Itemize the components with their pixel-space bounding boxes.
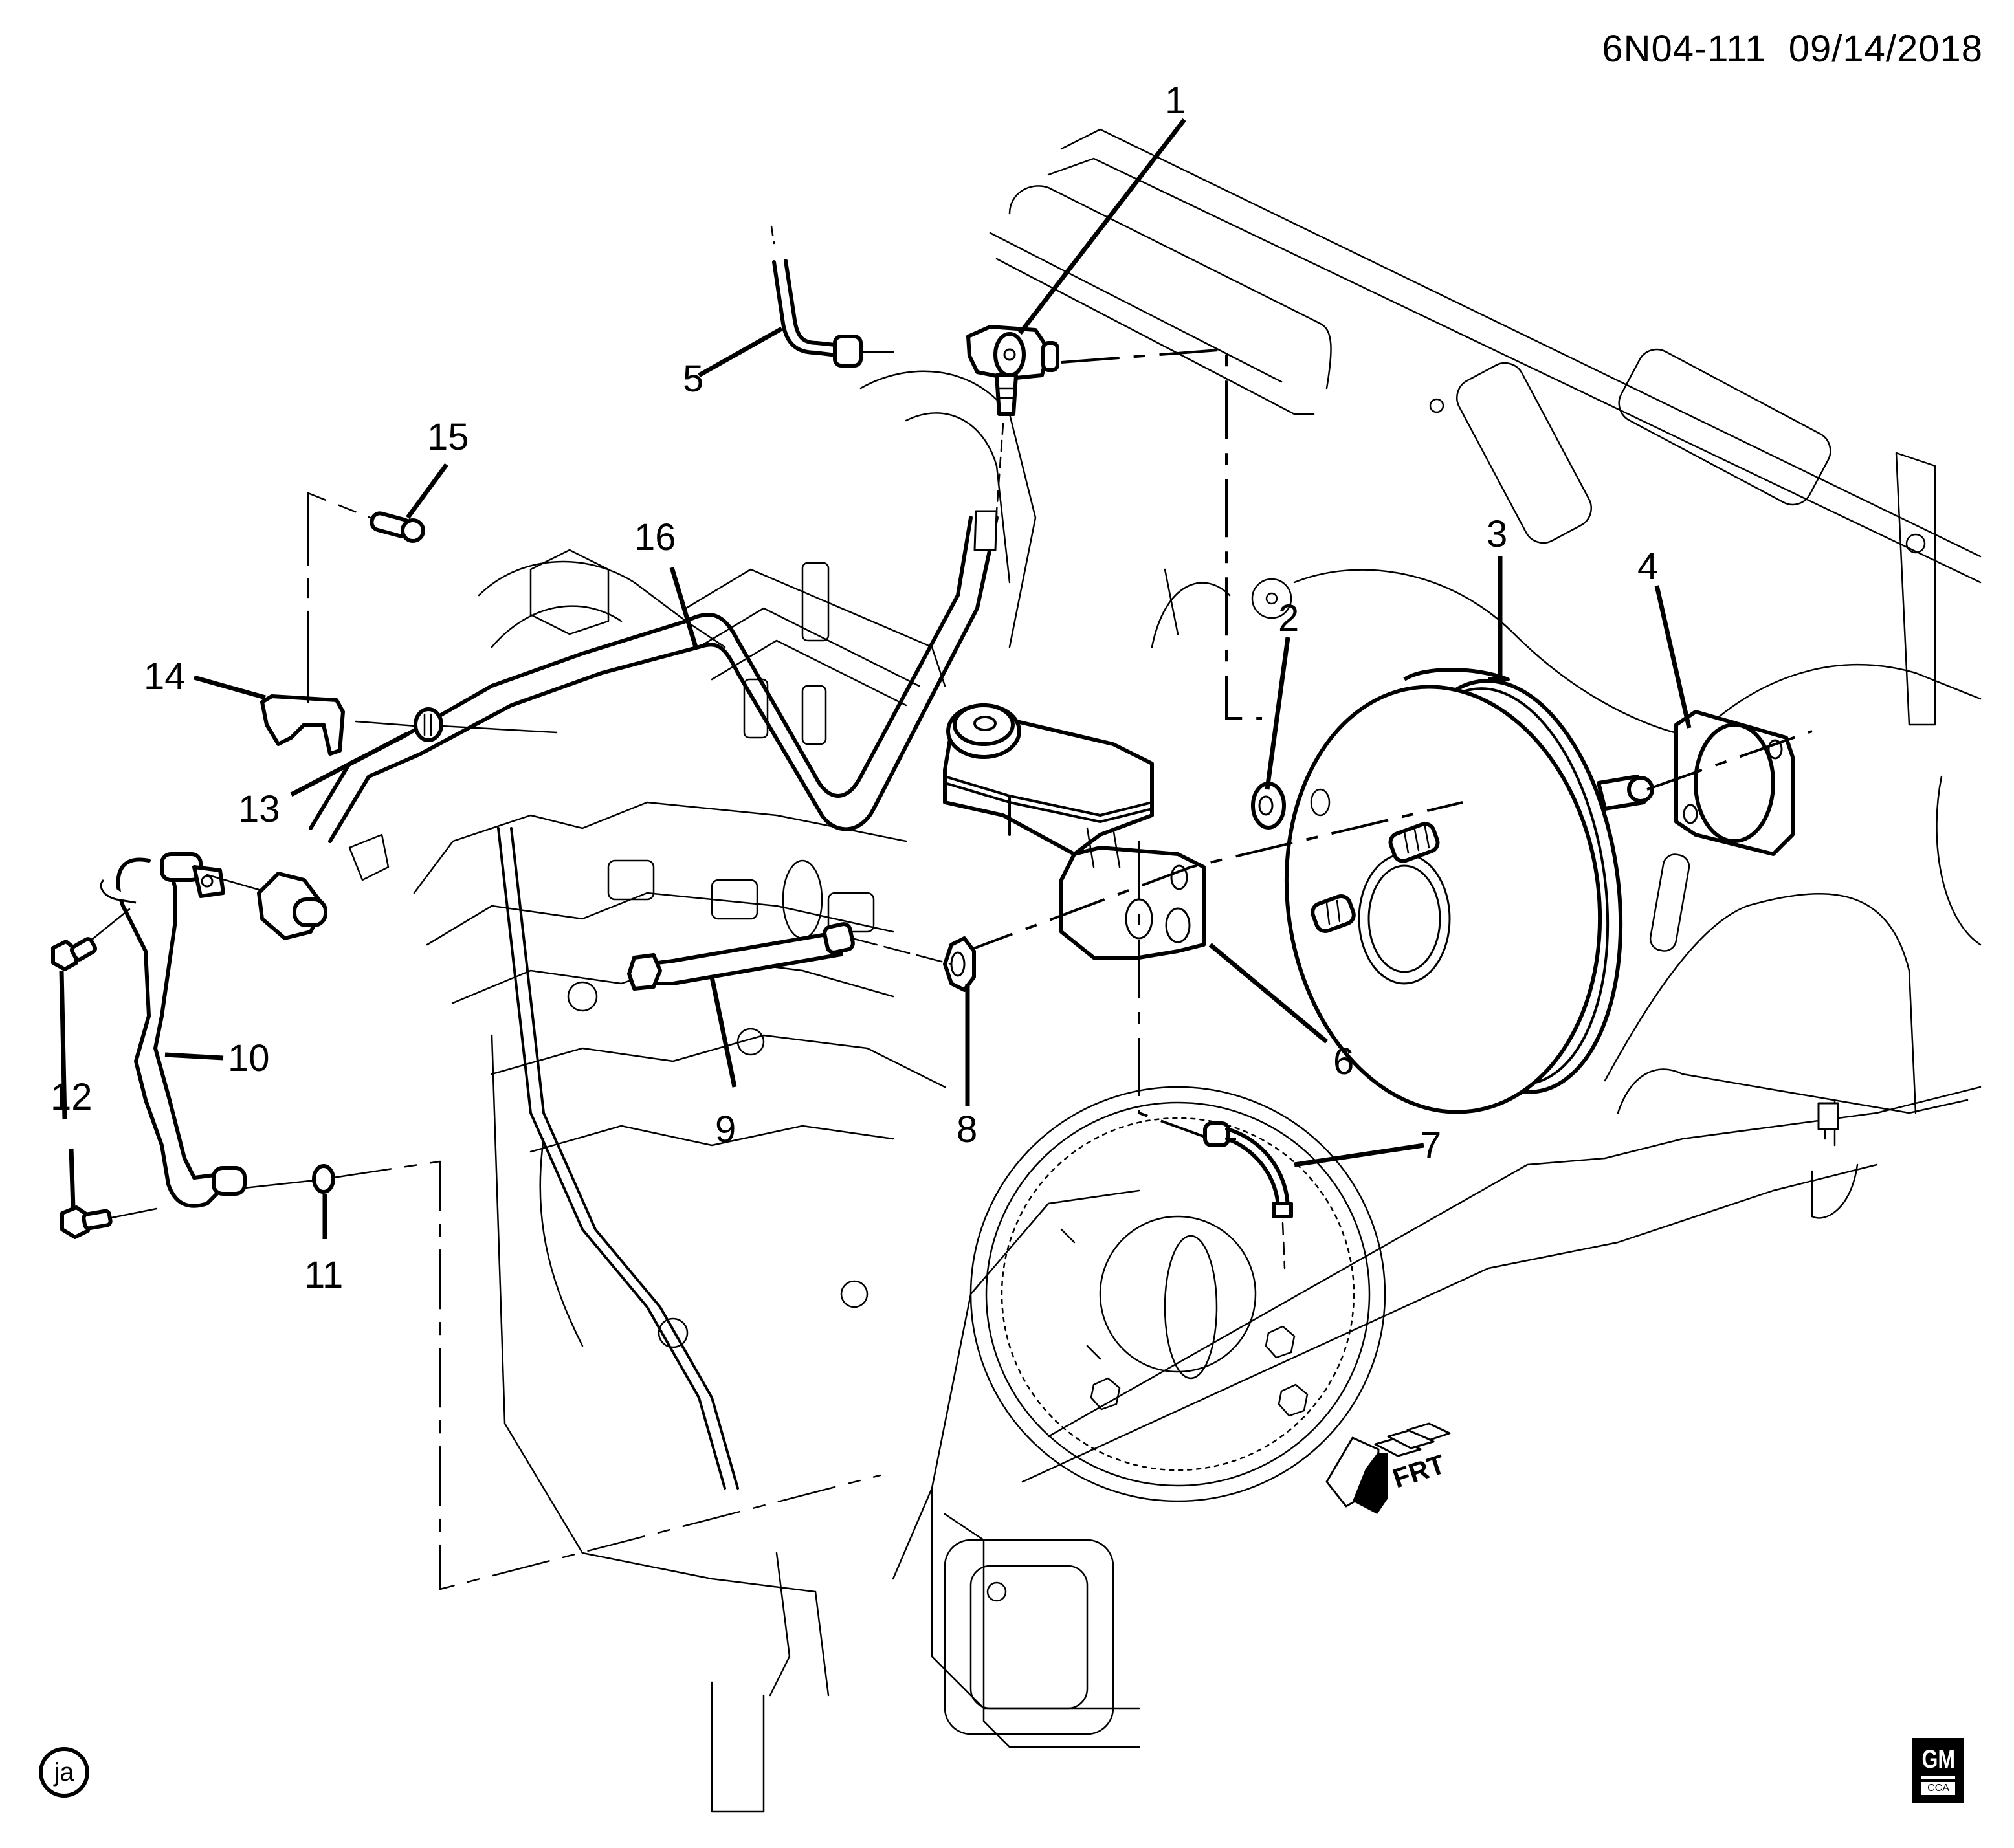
- illustrator-badge: ja: [39, 1747, 89, 1798]
- leader-12a: [59, 970, 67, 1120]
- leader-5: [698, 326, 783, 378]
- part-13-grommet: [355, 707, 558, 742]
- part-2-booster-nut: [1251, 782, 1286, 830]
- callout-15: 15: [427, 416, 469, 458]
- leader-12b: [69, 1148, 76, 1209]
- callout-16: 16: [634, 516, 676, 558]
- booster-stud-lower: [1311, 894, 1356, 933]
- leader-13: [290, 731, 409, 797]
- leader-16: [669, 566, 698, 648]
- gm-logo-bar: [1921, 1776, 1955, 1779]
- leader-4: [1654, 585, 1692, 729]
- part-14-clip: [260, 694, 345, 756]
- callout-14: 14: [144, 655, 186, 698]
- gm-cca-logo: GM CCA: [1912, 1738, 1964, 1803]
- front-direction-arrow-icon: [1325, 1422, 1451, 1514]
- callout-7: 7: [1421, 1125, 1441, 1167]
- part-6-master-cylinder: [943, 703, 1206, 960]
- leader-14: [194, 675, 266, 700]
- booster-stud-upper: [1388, 822, 1440, 863]
- leader-15: [406, 463, 448, 520]
- engine-block: [413, 549, 1386, 1813]
- part-15-bolt: [307, 492, 425, 703]
- part-11-o-ring: [243, 1160, 881, 1590]
- leader-1: [1018, 118, 1186, 335]
- callout-13: 13: [238, 788, 280, 830]
- callout-4: 4: [1637, 545, 1658, 588]
- part-9-stud-bolt: [627, 922, 953, 991]
- leader-10: [164, 1052, 224, 1061]
- gm-logo-subtext: CCA: [1921, 1782, 1955, 1795]
- firewall-body-outline: [859, 128, 1982, 1483]
- part-5-vacuum-hose: [770, 225, 894, 368]
- leader-6: [1208, 943, 1329, 1044]
- diagram-id-and-date: 6N04-111 09/14/2018: [1602, 27, 1983, 71]
- callout-11: 11: [304, 1254, 343, 1296]
- leader-lines: [59, 118, 1692, 1239]
- front-direction-marker: FRT: [1325, 1422, 1451, 1514]
- callout-12: 12: [50, 1076, 93, 1118]
- part-16-vacuum-hose: [257, 510, 999, 940]
- leader-9: [709, 976, 737, 1088]
- callout-3: 3: [1487, 513, 1507, 555]
- callout-2: 2: [1278, 597, 1299, 639]
- callout-10: 10: [228, 1037, 270, 1079]
- alignment-line-lower-hose: [1138, 841, 1236, 1140]
- leader-2: [1265, 637, 1290, 790]
- diagram-id: 6N04-111: [1602, 28, 1767, 70]
- callout-6: 6: [1333, 1040, 1354, 1083]
- alignment-line-booster-gasket: [1646, 730, 1813, 791]
- callout-8: 8: [957, 1108, 977, 1150]
- part-7-vacuum-hose-lower: [1203, 1121, 1293, 1270]
- callout-1: 1: [1165, 80, 1186, 122]
- illustrator-initials: ja: [54, 1757, 74, 1787]
- part-4-booster-gasket: [1674, 710, 1795, 856]
- callout-9: 9: [715, 1108, 736, 1150]
- leader-7: [1294, 1143, 1424, 1167]
- part-1-check-valve: [966, 325, 1059, 512]
- part-12-bolt-upper: [51, 908, 131, 971]
- diagram-date: 09/14/2018: [1788, 28, 1983, 70]
- gm-logo-text: GM: [1921, 1745, 1955, 1774]
- callout-labels: 1 2 3 4 5 6 7 8 9 10 11 12 13 14 15 16: [50, 80, 1658, 1296]
- alignment-line-master-cylinder: [957, 801, 1463, 956]
- alignment-line-check-valve: [1061, 347, 1262, 720]
- callout-5: 5: [683, 358, 703, 400]
- part-3-brake-booster: [1284, 668, 1654, 1114]
- part-12-bolt-lower: [60, 1205, 158, 1239]
- part-10-vacuum-pipe: [100, 852, 260, 1208]
